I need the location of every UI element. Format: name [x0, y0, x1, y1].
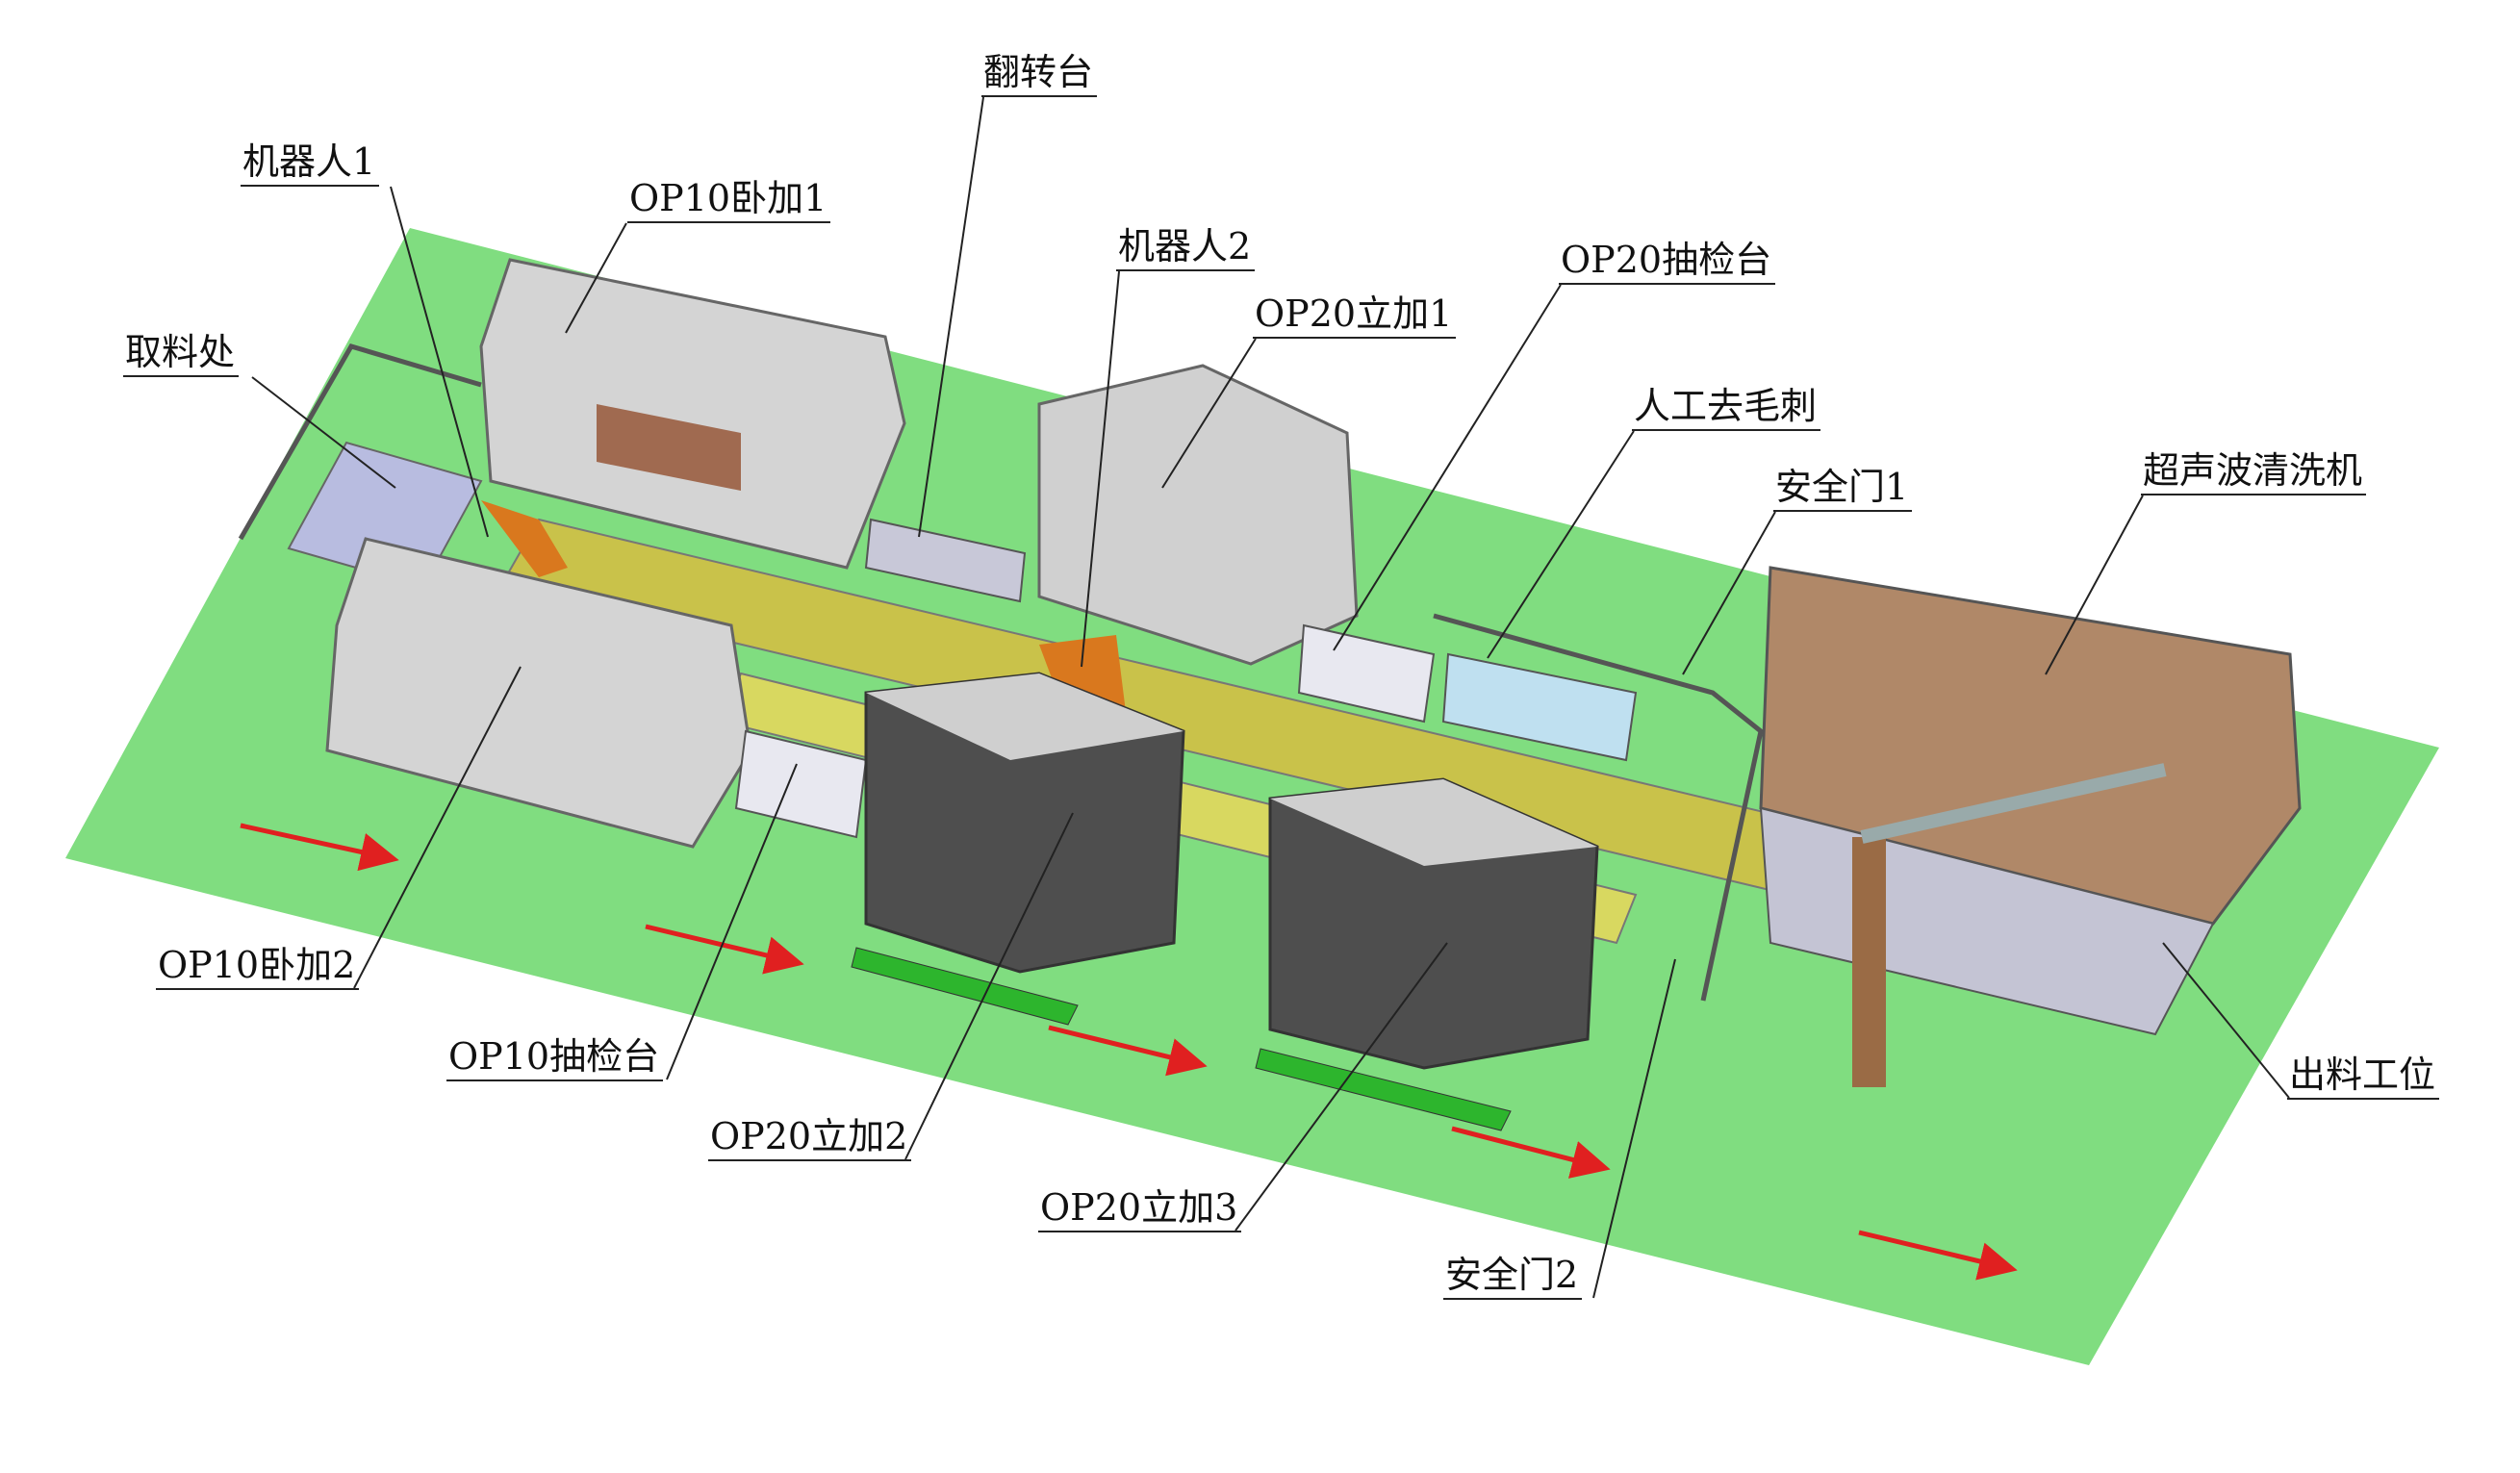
leader-op20-inspection — [1333, 284, 1562, 651]
label-op20-inspection: OP20抽检台 — [1559, 239, 1776, 285]
label-op10-horizontal1: OP10卧加1 — [627, 177, 831, 223]
leader-op20-2 — [904, 812, 1074, 1160]
op10-inspection-table — [734, 729, 868, 839]
label-robot2: 机器人2 — [1116, 225, 1256, 271]
label-flip-table: 翻转台 — [981, 51, 1098, 97]
leader-flip-table — [918, 96, 984, 538]
flow-arrow — [240, 823, 399, 872]
leader-op10-1 — [565, 222, 627, 334]
leader-deburr — [1487, 430, 1635, 659]
label-op20-vertical3: OP20立加3 — [1038, 1186, 1242, 1232]
label-safety-door1: 安全门1 — [1773, 466, 1913, 512]
leader-robot2 — [1081, 270, 1120, 668]
flip-table — [864, 518, 1027, 603]
leader-op10-inspection — [666, 763, 798, 1080]
flow-arrow — [645, 924, 804, 975]
machine-top — [866, 673, 1184, 760]
label-safety-door2: 安全门2 — [1443, 1254, 1583, 1300]
label-op20-vertical2: OP20立加2 — [708, 1115, 912, 1161]
safety-fence-right — [1433, 613, 1764, 1002]
leader-door2 — [1592, 958, 1676, 1299]
leader-op10-2 — [353, 666, 522, 989]
label-output-station: 出料工位 — [2287, 1054, 2440, 1100]
leader-lines — [251, 96, 2290, 1299]
crane-pillar — [1852, 837, 1886, 1087]
flow-arrows — [240, 823, 2018, 1281]
deburr-bench — [1441, 652, 1638, 762]
leader-robot1 — [390, 186, 489, 538]
leader-op20-3 — [1235, 942, 1448, 1232]
flow-arrow — [1451, 1126, 1611, 1179]
safety-fence — [238, 343, 482, 541]
leader-pickup — [251, 376, 396, 489]
label-manual-deburr: 人工去毛刺 — [1632, 385, 1821, 431]
op10-horizontal-machine-1 — [479, 258, 906, 570]
leader-op20-1 — [1161, 338, 1257, 489]
label-pickup: 取料处 — [123, 331, 240, 377]
leader-output — [2162, 942, 2290, 1099]
crane-arm — [1860, 763, 2167, 844]
rail-2 — [851, 947, 1079, 1026]
machine-window — [597, 404, 741, 491]
robot-1 — [481, 500, 568, 577]
flow-arrow — [1048, 1025, 1208, 1077]
op20-vertical-machine-1 — [1037, 364, 1359, 666]
leader-door1 — [1682, 511, 1776, 675]
leader-cleaner — [2045, 495, 2144, 675]
machine-top-3 — [1270, 779, 1597, 866]
label-robot1: 机器人1 — [241, 140, 380, 187]
label-op10-inspection: OP10抽检台 — [446, 1035, 664, 1081]
op20-inspection-table — [1297, 623, 1436, 724]
label-op10-horizontal2: OP10卧加2 — [156, 944, 360, 990]
label-ultrasonic-cleaner: 超声波清洗机 — [2141, 449, 2367, 495]
rail-3 — [1255, 1048, 1512, 1131]
label-op20-vertical1: OP20立加1 — [1253, 292, 1457, 339]
op10-horizontal-machine-2 — [325, 537, 752, 849]
flow-arrow — [1858, 1230, 2018, 1281]
